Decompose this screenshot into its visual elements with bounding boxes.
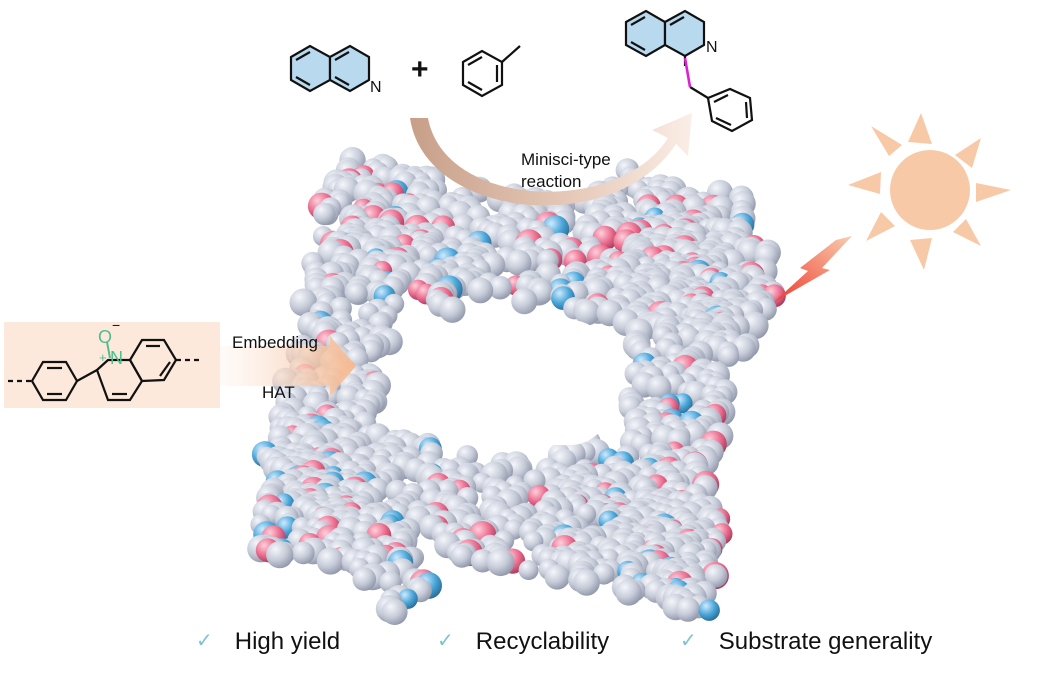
framework-atom (316, 547, 344, 575)
n-oxide-o-label: O (98, 327, 112, 347)
isoquinoline-n-label: N (370, 79, 382, 96)
linker-molecule (8, 338, 200, 402)
framework-atom (486, 548, 515, 577)
framework-atom (381, 599, 408, 625)
product-n-label: N (706, 39, 718, 56)
feature-substrate-generality: ✓ Substrate generality (680, 628, 932, 656)
framework-atom (698, 599, 720, 621)
framework-atom (505, 249, 532, 276)
feature-text: Recyclability (475, 628, 610, 655)
feature-text: Substrate generality (718, 628, 933, 655)
embedding-label: Embedding (232, 333, 319, 352)
framework-atom (704, 564, 728, 588)
framework-atom (291, 541, 315, 565)
framework-atom (675, 597, 701, 622)
framework-atom (717, 345, 740, 367)
new-c-c-bond (683, 57, 692, 88)
feature-text: High yield (234, 628, 341, 655)
n-oxide-n-label: N (110, 348, 123, 368)
cof-framework-model (247, 147, 786, 625)
framework-atom (573, 569, 600, 596)
framework-atom (439, 296, 466, 323)
framework-atom (646, 375, 672, 401)
reaction-arrow (410, 113, 692, 206)
embedding-arrow (220, 336, 356, 396)
framework-atom (352, 567, 377, 591)
toluene-molecule (461, 45, 521, 98)
feature-high-yield: ✓ High yield (196, 628, 340, 656)
framework-atom (266, 541, 294, 569)
framework-atom (450, 544, 474, 568)
check-icon: ✓ (196, 630, 213, 652)
light-bolt-icon (774, 236, 852, 302)
check-icon: ✓ (437, 630, 454, 652)
framework-atom (488, 275, 512, 300)
isoquinoline-molecule (289, 44, 371, 93)
reaction-label-line1: Minisci-type (521, 150, 611, 169)
framework-atom (313, 202, 336, 226)
framework-atom (467, 277, 494, 304)
feature-recyclability: ✓ Recyclability (437, 628, 609, 656)
n-oxide-bond (106, 341, 111, 359)
framework-atom (615, 579, 642, 606)
framework-atom (346, 282, 368, 305)
plus-sign: + (411, 53, 429, 86)
sun-icon (848, 113, 1011, 270)
n-oxide-o-charge: − (112, 317, 120, 333)
check-icon: ✓ (680, 630, 697, 652)
hat-label: HAT (262, 383, 295, 402)
benzyl-isoquinoline-product (624, 9, 754, 133)
n-oxide-n-charge: + (99, 350, 107, 365)
framework-pore-core (470, 320, 610, 445)
framework-atom (544, 564, 570, 590)
reaction-label-line2: reaction (521, 172, 582, 191)
framework-atom (518, 560, 539, 580)
